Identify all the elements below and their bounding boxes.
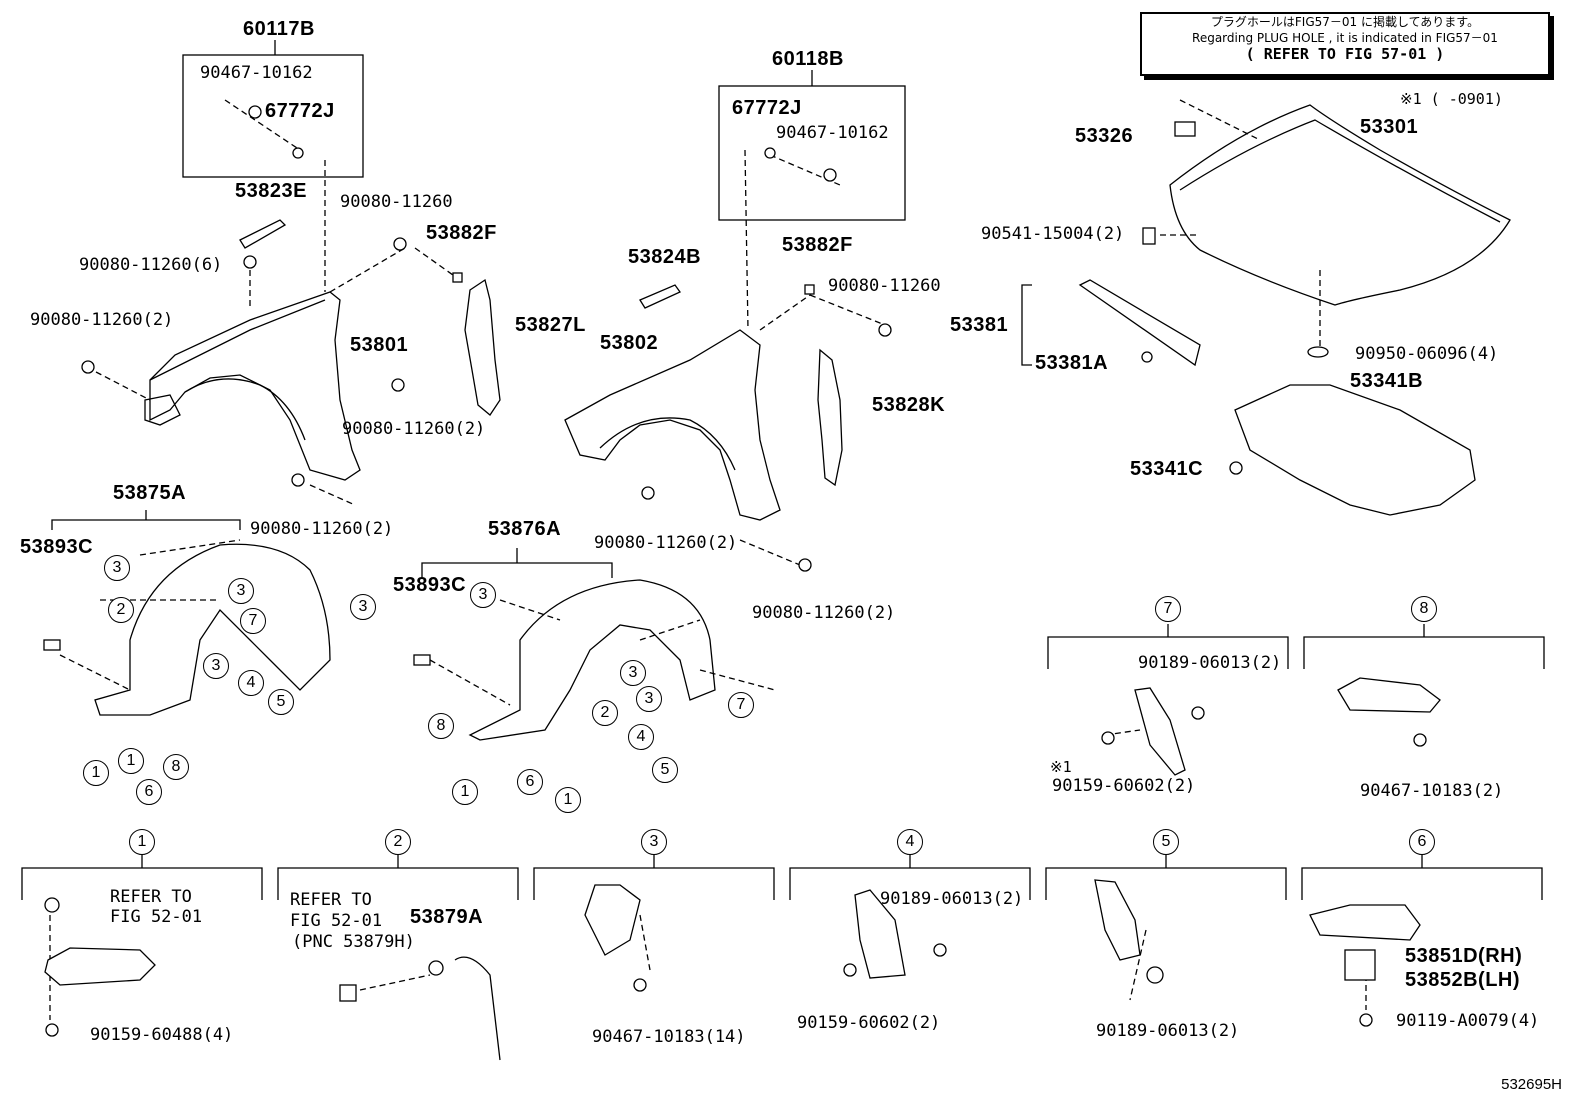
detail-header-6[interactable]: 6 — [1409, 829, 1435, 855]
callout-1[interactable]: 1 — [118, 748, 144, 774]
callout-7[interactable]: 7 — [240, 608, 266, 634]
part-90080-11260-2e[interactable]: 90080-11260(2) — [752, 603, 896, 623]
callout-3[interactable]: 3 — [470, 582, 496, 608]
detail-header-4[interactable]: 4 — [897, 829, 923, 855]
part-53823E[interactable]: 53823E — [235, 180, 307, 202]
hood-53301-shape — [1169, 104, 1511, 306]
detail-header-3[interactable]: 3 — [641, 829, 667, 855]
callout-5[interactable]: 5 — [268, 689, 294, 715]
callout-1[interactable]: 1 — [452, 779, 478, 805]
diagram-id: 532695H — [1501, 1076, 1562, 1093]
callout-4[interactable]: 4 — [628, 724, 654, 750]
part-90080-11260-2d[interactable]: 90080-11260(2) — [594, 533, 738, 553]
part-53381[interactable]: 53381 — [950, 314, 1009, 336]
callout-2[interactable]: 2 — [592, 700, 618, 726]
note-en: Regarding PLUG HOLE , it is indicated in… — [1192, 31, 1498, 45]
part-90119-A0079[interactable]: 90119-A0079(4) — [1396, 1011, 1540, 1031]
part-53879A[interactable]: 53879A — [410, 906, 484, 928]
part-90080-11260-2a[interactable]: 90080-11260(2) — [30, 310, 174, 330]
refer-fig-2-link[interactable]: FIG 52-01 — [290, 911, 383, 931]
note-jp: プラグホールはFIG57－01 に掲載してあります。 — [1210, 15, 1480, 29]
part-90080-11260-6[interactable]: 90080-11260(6) — [79, 255, 223, 275]
callout-6[interactable]: 6 — [517, 769, 543, 795]
part-90159-60602-2a[interactable]: 90159-60602(2) — [1052, 776, 1196, 796]
part-90080-11260-b[interactable]: 90080-11260 — [828, 276, 941, 296]
note-ref-link[interactable]: ( REFER TO FIG 57-01 ) — [1245, 45, 1445, 63]
callout-3[interactable]: 3 — [104, 555, 130, 581]
detail-header-8[interactable]: 8 — [1411, 596, 1437, 622]
part-53876A[interactable]: 53876A — [488, 518, 562, 540]
part-90467-10162-a[interactable]: 90467-10162 — [200, 63, 313, 83]
callout-1[interactable]: 1 — [555, 787, 581, 813]
part-53801[interactable]: 53801 — [350, 334, 409, 356]
part-90467-10162-b[interactable]: 90467-10162 — [776, 123, 889, 143]
part-53341B[interactable]: 53341B — [1350, 370, 1424, 392]
part-90950-06096[interactable]: 90950-06096(4) — [1355, 344, 1499, 364]
part-53893C-a[interactable]: 53893C — [20, 536, 94, 558]
part-53301[interactable]: 53301 — [1360, 116, 1419, 138]
pnc-53879H: (PNC 53879H) — [292, 932, 415, 952]
callout-3[interactable]: 3 — [350, 594, 376, 620]
refer-fig-1-link[interactable]: FIG 52-01 — [110, 907, 203, 927]
part-53851D[interactable]: 53851D(RH) — [1405, 945, 1523, 967]
part-53827L[interactable]: 53827L — [515, 314, 586, 336]
part-53882F-b[interactable]: 53882F — [782, 234, 853, 256]
kit-box-60117B — [182, 54, 364, 178]
callout-1[interactable]: 1 — [83, 760, 109, 786]
part-90541-15004[interactable]: 90541-15004(2) — [981, 224, 1125, 244]
part-53802[interactable]: 53802 — [600, 332, 659, 354]
liner-53875A-shape — [94, 543, 331, 716]
part-53824B[interactable]: 53824B — [628, 246, 702, 268]
part-90189-06013-2b[interactable]: 90189-06013(2) — [880, 889, 1024, 909]
part-53893C-b[interactable]: 53893C — [393, 574, 467, 596]
refer-note-box: プラグホールはFIG57－01 に掲載してあります。 Regarding PLU… — [1140, 12, 1550, 76]
callout-3[interactable]: 3 — [228, 578, 254, 604]
fender-53801-shape — [144, 291, 361, 481]
part-90159-60602-2b[interactable]: 90159-60602(2) — [797, 1013, 941, 1033]
callout-7[interactable]: 7 — [728, 692, 754, 718]
part-53326[interactable]: 53326 — [1075, 125, 1134, 147]
part-53341C[interactable]: 53341C — [1130, 458, 1204, 480]
part-53882F-a[interactable]: 53882F — [426, 222, 497, 244]
callout-8[interactable]: 8 — [163, 754, 189, 780]
callout-3[interactable]: 3 — [636, 686, 662, 712]
callout-2[interactable]: 2 — [108, 597, 134, 623]
refer-to-2: REFER TO — [290, 890, 372, 910]
liner-53876A-shape — [468, 579, 716, 741]
part-53828K[interactable]: 53828K — [872, 394, 946, 416]
part-90080-11260-2b[interactable]: 90080-11260(2) — [342, 419, 486, 439]
callout-4[interactable]: 4 — [238, 670, 264, 696]
part-90467-10183-2[interactable]: 90467-10183(2) — [1360, 781, 1504, 801]
part-90189-06013-2a[interactable]: 90189-06013(2) — [1138, 653, 1282, 673]
callout-3[interactable]: 3 — [203, 653, 229, 679]
detail-header-1[interactable]: 1 — [129, 829, 155, 855]
detail-header-2[interactable]: 2 — [385, 829, 411, 855]
fender-53802-shape — [564, 329, 781, 521]
callout-3[interactable]: 3 — [620, 660, 646, 686]
part-90189-06013-2c[interactable]: 90189-06013(2) — [1096, 1021, 1240, 1041]
callout-8[interactable]: 8 — [428, 713, 454, 739]
detail-header-7[interactable]: 7 — [1155, 596, 1181, 622]
part-90080-11260-2c[interactable]: 90080-11260(2) — [250, 519, 394, 539]
part-60117B[interactable]: 60117B — [243, 18, 315, 40]
part-67772J-a[interactable]: 67772J — [265, 100, 335, 122]
detail-header-5[interactable]: 5 — [1153, 829, 1179, 855]
part-60118B[interactable]: 60118B — [772, 48, 844, 70]
refer-to-1: REFER TO — [110, 887, 192, 907]
part-53852B[interactable]: 53852B(LH) — [1405, 969, 1521, 991]
part-90080-11260-a[interactable]: 90080-11260 — [340, 192, 453, 212]
part-90467-10183-14[interactable]: 90467-10183(14) — [592, 1027, 746, 1047]
part-67772J-b[interactable]: 67772J — [732, 97, 802, 119]
part-53875A[interactable]: 53875A — [113, 482, 187, 504]
callout-5[interactable]: 5 — [652, 757, 678, 783]
star-1-mark: ※1 — [1050, 758, 1072, 776]
star-range-note: ※1 ( -0901) — [1400, 90, 1503, 108]
part-53381A[interactable]: 53381A — [1035, 352, 1109, 374]
callout-6[interactable]: 6 — [136, 779, 162, 805]
part-90159-60488[interactable]: 90159-60488(4) — [90, 1025, 234, 1045]
